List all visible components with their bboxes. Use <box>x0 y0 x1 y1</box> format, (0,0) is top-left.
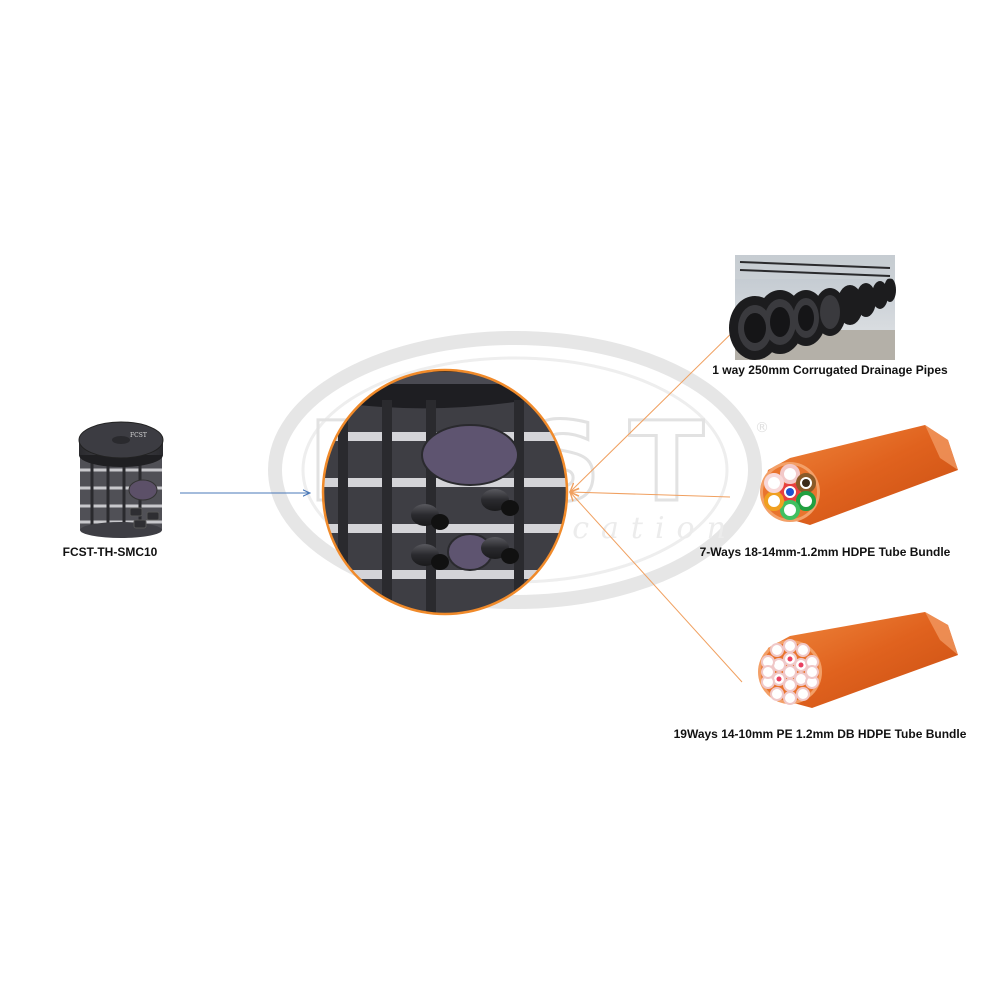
accessory-label-pipe: 1 way 250mm Corrugated Drainage Pipes <box>712 363 948 377</box>
product-cap-text: FCST <box>130 432 147 439</box>
watermark-registered: ® <box>755 420 769 436</box>
arrow-7way-to-zoom <box>570 492 731 498</box>
accessory-label-19way: 19Ways 14-10mm PE 1.2mm DB HDPE Tube Bun… <box>673 727 967 741</box>
product-label: FCST-TH-SMC10 <box>62 545 158 559</box>
accessory-label-7way: 7-Ways 18-14mm-1.2mm HDPE Tube Bundle <box>699 545 951 559</box>
arrow-19way-to-zoom <box>570 492 743 683</box>
arrow-pipe-to-zoom <box>570 319 746 492</box>
